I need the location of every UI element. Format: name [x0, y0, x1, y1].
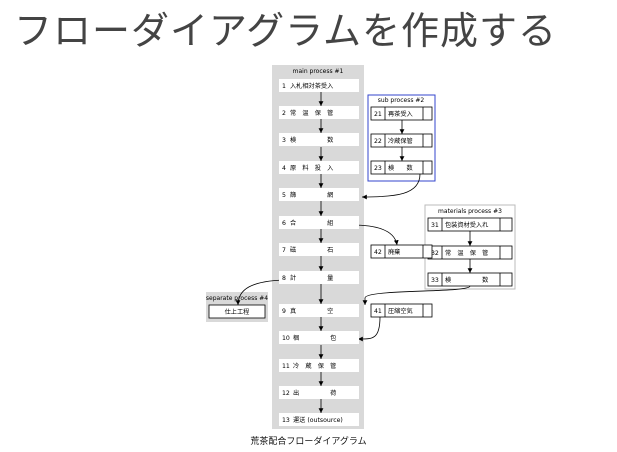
separate-process-label: separate process #4 [206, 295, 268, 302]
main-step-4-number: 4 [282, 165, 286, 172]
diagram-caption: 荒茶配合フローダイアグラム [250, 437, 367, 447]
main-step-6-label: 合 組 [290, 219, 333, 227]
main-step-2-number: 2 [282, 110, 286, 117]
main-step-3: 3 検 数 [279, 133, 359, 146]
separate-step-box [208, 304, 266, 319]
main-step-1-number: 1 [282, 83, 286, 90]
main-step-9-number: 9 [282, 308, 286, 315]
page-title: フローダイアグラムを作成する [14, 9, 557, 53]
main-step-9: 9 真 空 [279, 304, 359, 317]
sub-step-23-box [370, 160, 433, 175]
main-step-10-label: 梱 包 [293, 334, 336, 342]
main-step-6: 6 合 組 [279, 216, 359, 229]
main-step-12-box [279, 386, 359, 399]
main-step-4: 4 原 料 投 入 [279, 161, 359, 174]
main-step-1-label: 入札相対茶受入 [290, 82, 333, 90]
main-step-9-label: 真 空 [290, 307, 333, 315]
main-step-13-label: 運送 (outsource) [293, 416, 343, 424]
main-step-11-box [279, 359, 359, 372]
materials-step-31-box [427, 217, 513, 232]
materials-step-33-label: 検 数 [445, 276, 489, 284]
sub-step-22-number: 22 [374, 138, 382, 145]
main-step-1: 1 入札相対茶受入 [279, 79, 359, 92]
sub-step-21-label: 再茶受入 [388, 110, 413, 118]
main-step-2-box [279, 106, 359, 119]
extra-step-41: 41 圧縮空気 [370, 303, 433, 318]
main-step-6-box [279, 216, 359, 229]
sub-step-23-label: 検 数 [388, 164, 414, 172]
main-step-5-label: 篩 網 [290, 191, 333, 199]
extra-step-41-box [370, 303, 433, 318]
main-step-2-label: 常 温 保 管 [290, 109, 333, 117]
main-step-10-number: 10 [282, 335, 290, 342]
sub-step-22: 22 冷蔵保管 [370, 133, 433, 148]
sub-step-22-box [370, 133, 433, 148]
materials-step-31-number: 31 [431, 222, 439, 229]
main-step-5: 5 篩 網 [279, 188, 359, 201]
main-step-8-box [279, 271, 359, 284]
main-step-12-number: 12 [282, 390, 290, 397]
extra-step-42-label: 廃棄 [388, 248, 400, 256]
materials-step-32-number: 32 [431, 250, 439, 257]
sub-step-21-box [370, 106, 433, 121]
main-step-2: 2 常 温 保 管 [279, 106, 359, 119]
extra-step-42: 42 廃棄 [370, 244, 433, 259]
materials-step-31: 31 包装資材受入れ [427, 217, 513, 232]
main-step-4-box [279, 161, 359, 174]
sub-step-23: 23 検 数 [370, 160, 433, 175]
main-step-8: 8 計 量 [279, 271, 359, 284]
main-step-7-number: 7 [282, 247, 286, 254]
main-step-13-number: 13 [282, 417, 290, 424]
main-step-8-number: 8 [282, 275, 286, 282]
main-step-6-number: 6 [282, 220, 286, 227]
main-step-12-label: 出 荷 [293, 389, 336, 397]
arrow-41-to-10 [357, 316, 381, 342]
main-step-3-number: 3 [282, 137, 286, 144]
extra-step-42-number: 42 [374, 249, 382, 256]
main-step-4-label: 原 料 投 入 [290, 164, 333, 172]
materials-step-32: 32 常 温 保 管 [427, 245, 513, 260]
arrow-23-to-5 [361, 173, 421, 200]
sub-step-21-number: 21 [374, 111, 382, 118]
extra-step-41-number: 41 [374, 308, 382, 315]
extra-step-42-box [370, 244, 433, 259]
extra-step-41-label: 圧縮空気 [388, 307, 413, 315]
sub-step-22-label: 冷蔵保管 [388, 137, 413, 145]
separate-step-label: 仕上工程 [225, 308, 250, 316]
materials-step-32-label: 常 温 保 管 [445, 249, 488, 257]
main-step-10-box [279, 331, 359, 344]
main-step-11-label: 冷 蔵 保 管 [293, 362, 336, 370]
main-step-3-box [279, 133, 359, 146]
main-step-5-box [279, 188, 359, 201]
main-step-1-box [279, 79, 359, 92]
sub-step-23-number: 23 [374, 165, 382, 172]
materials-step-33: 33 検 数 [427, 272, 513, 287]
materials-step-31-label: 包装資材受入れ [445, 221, 489, 229]
main-step-7: 7 磁 石 [279, 243, 359, 256]
main-step-7-box [279, 243, 359, 256]
materials-process-label: materials process #3 [438, 208, 502, 215]
main-step-8-label: 計 量 [290, 274, 333, 282]
main-step-11-number: 11 [282, 363, 290, 370]
materials-step-33-number: 33 [431, 277, 439, 284]
main-step-5-number: 5 [282, 192, 286, 199]
separate-step: 仕上工程 [208, 304, 266, 319]
materials-step-33-box [427, 272, 513, 287]
main-step-13-box [279, 413, 359, 426]
main-step-9-box [279, 304, 359, 317]
main-process-label: main process #1 [293, 68, 344, 75]
flow-nodes: 1 入札相対茶受入 2 常 温 保 管 3 検 数 4 原 料 投 入 5 篩 網 6 合 組 7 磁 石… [208, 79, 513, 426]
main-step-3-label: 検 数 [290, 136, 334, 144]
sub-step-21: 21 再茶受入 [370, 106, 433, 121]
sub-process-label: sub process #2 [378, 97, 425, 104]
main-step-7-label: 磁 石 [290, 246, 333, 254]
